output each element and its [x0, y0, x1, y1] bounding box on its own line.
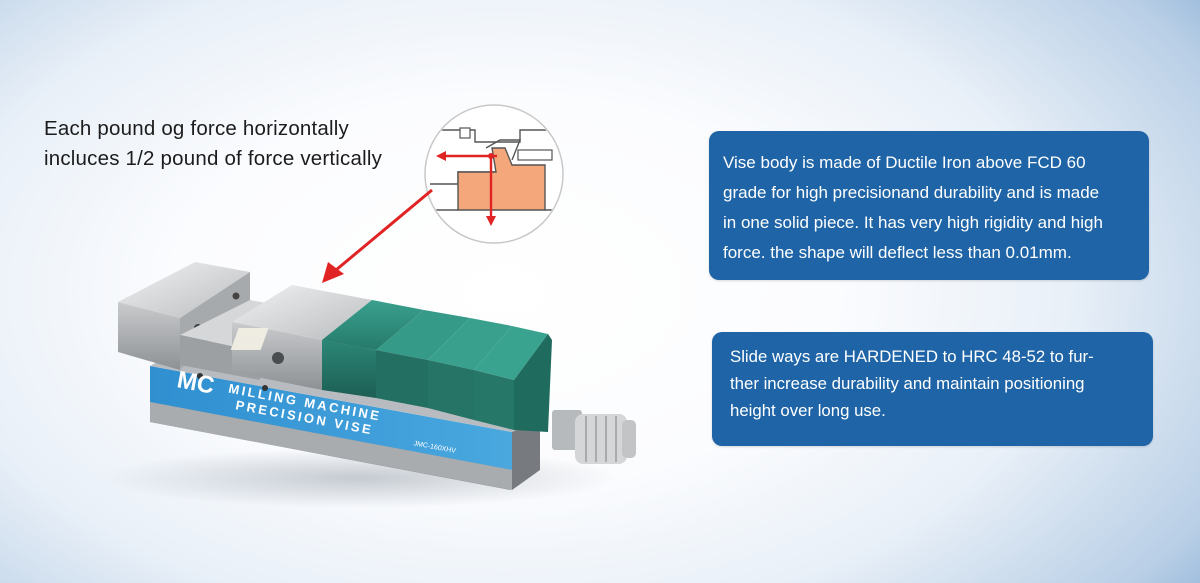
info-box-1-line: force. the shape will deflect less than … — [723, 243, 1072, 262]
force-diagram-inset — [424, 104, 564, 244]
info-box-1-line: in one solid piece. It has very high rig… — [723, 213, 1103, 232]
force-caption-line-1: Each pound og force horizontally — [44, 117, 349, 140]
info-box-1-line: grade for high precisionand durability a… — [723, 183, 1100, 202]
callout-pointer-arrow — [322, 188, 433, 283]
vise-product-image — [118, 262, 636, 490]
info-box-vise-body: Vise body is made of Ductile Iron above … — [709, 131, 1149, 280]
info-box-2-line: Slide ways are HARDENED to HRC 48-52 to … — [730, 347, 1094, 366]
info-box-1-line: Vise body is made of Ductile Iron above … — [723, 153, 1086, 172]
vise-brand-mark: MC — [175, 366, 217, 399]
info-box-slide-ways: Slide ways are HARDENED to HRC 48-52 to … — [712, 332, 1153, 446]
force-caption-line-2: incluces 1/2 pound of force vertically — [44, 147, 383, 170]
info-box-2-line: ther increase durability and maintain po… — [730, 374, 1085, 393]
info-box-2-line: height over long use. — [730, 401, 886, 420]
force-caption: Each pound og force horizontally incluce… — [44, 114, 444, 174]
